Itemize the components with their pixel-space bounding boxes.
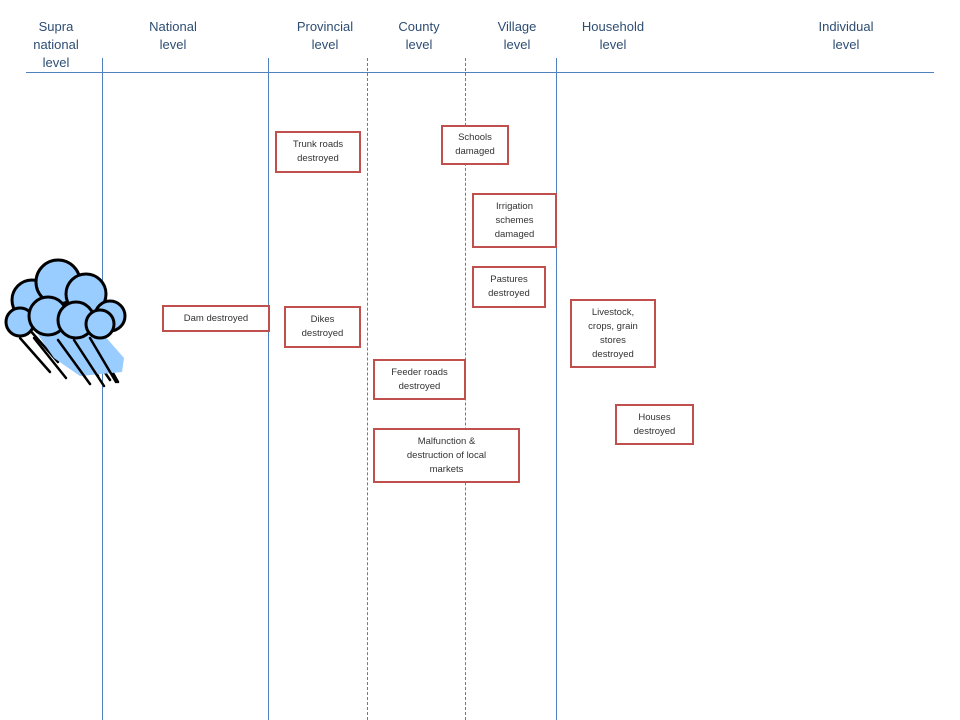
column-divider-national [102,58,103,720]
header-national-level: National level [149,19,197,52]
column-divider-county [367,58,368,720]
header-county-level: County level [398,19,440,52]
header-household-level: Household level [581,19,645,52]
impact-schools-damaged: Schools damaged [441,125,509,165]
impact-malfunction-local-markets: Malfunction & destruction of local marke… [373,428,520,483]
impact-houses-destroyed: Houses destroyed [615,404,694,445]
impact-feeder-roads-destroyed: Feeder roads destroyed [373,359,466,400]
impact-pastures-destroyed: Pastures destroyed [472,266,546,308]
column-divider-household [556,58,557,720]
impact-livestock-crops-grain-stores-destroyed: Livestock, crops, grain stores destroyed [570,299,656,368]
header-divider-line [26,72,934,73]
impact-dam-destroyed: Dam destroyed [162,305,270,332]
storm-cloud-rain-icon [4,258,127,388]
header-provincial-level: Provincial level [296,19,354,52]
impact-dikes-destroyed: Dikes destroyed [284,306,361,348]
column-divider-provincial [268,58,269,720]
header-individual-level: Individual level [818,19,874,52]
impact-irrigation-schemes-damaged: Irrigation schemes damaged [472,193,557,248]
header-supranational-level: Supra national level [33,19,79,70]
header-village-level: Village level [497,19,537,52]
impact-trunk-roads-destroyed: Trunk roads destroyed [275,131,361,173]
